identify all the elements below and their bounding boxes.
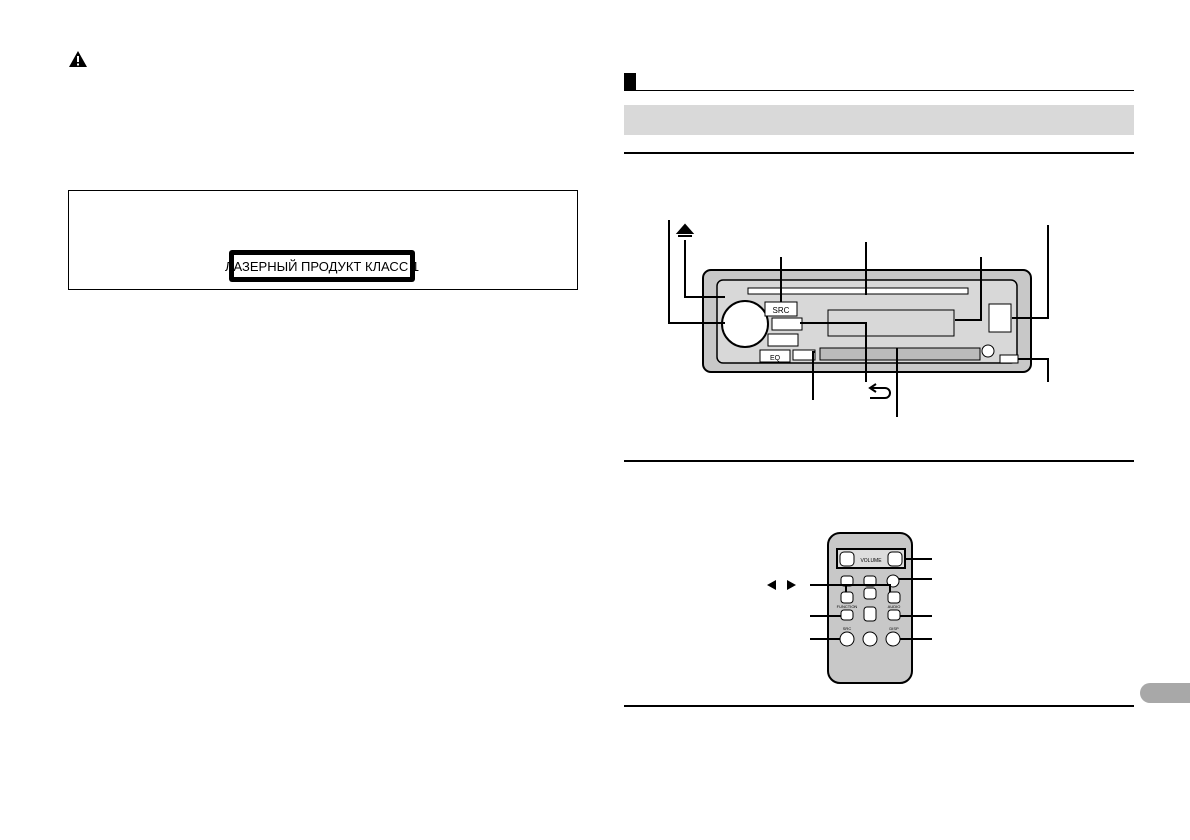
src-label: SRC (843, 626, 852, 631)
audio-label: AUDIO (888, 604, 901, 609)
subsection-band (624, 105, 1134, 135)
head-unit-diagram: SRC EQ (668, 220, 1049, 417)
section-marker (624, 73, 636, 90)
warning-triangle-icon (69, 51, 87, 67)
back-icon (868, 383, 891, 399)
left-right-arrows-icon (767, 580, 796, 590)
page-language-tab (1140, 683, 1190, 703)
divider (624, 460, 1134, 462)
disp-label: DISP (889, 626, 899, 631)
section-heading-rule (624, 90, 1134, 91)
eject-icon (675, 223, 695, 237)
divider (624, 705, 1134, 707)
laser-notice-box (68, 190, 578, 290)
src-button-label: SRC (773, 306, 790, 315)
eq-button-label: EQ (770, 355, 781, 362)
volume-label: VOLUME (860, 558, 882, 564)
function-label: FUNCTION (837, 604, 858, 609)
divider (624, 152, 1134, 154)
laser-class-label: ЛАЗЕРНЫЙ ПРОДУКТ КЛАСС 1 (225, 250, 419, 282)
volume-knob (721, 300, 769, 348)
remote-control-diagram: VOLUME FUNCTION AUDIO SRC DISP (767, 532, 932, 684)
